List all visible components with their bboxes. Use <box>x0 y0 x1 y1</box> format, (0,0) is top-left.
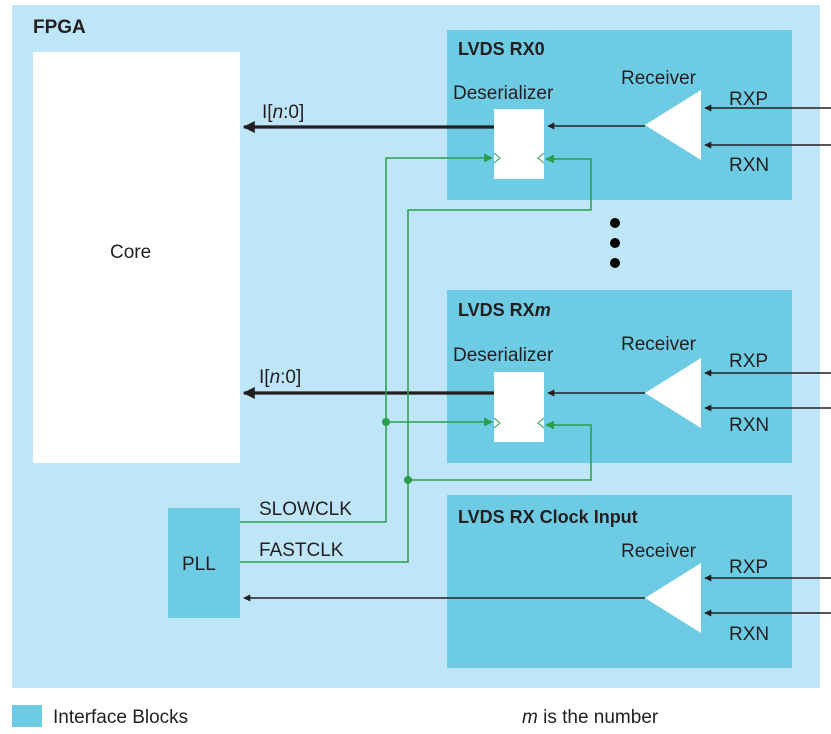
rxm-deserializer-block <box>494 372 544 442</box>
rx0-receiver-label: Receiver <box>621 68 697 89</box>
fastclk-network <box>240 154 592 563</box>
core-label: Core <box>110 242 151 263</box>
rxm-receiver-triangle <box>645 358 701 428</box>
slowclk-label: SLOWCLK <box>259 499 352 520</box>
lvds-rxm-title: LVDS RXm <box>458 300 551 320</box>
lvds-rx-clock-input-block <box>447 495 792 668</box>
rx0-rxn-label: RXN <box>729 155 769 176</box>
rxm-deserializer-label: Deserializer <box>453 345 554 366</box>
pll-block <box>168 508 240 618</box>
slowclk-junction <box>382 418 390 426</box>
fastclk-junction <box>404 476 412 484</box>
clock-input-rxn-label: RXN <box>729 624 769 645</box>
ellipsis-dot <box>610 218 620 228</box>
clock-input-title: LVDS RX Clock Input <box>458 507 638 527</box>
legend-note: m is the number <box>522 707 659 728</box>
rxm-rxp-label: RXP <box>729 351 768 372</box>
clock-input-receiver-triangle <box>645 563 701 633</box>
rxm-clock-pins <box>493 417 545 429</box>
slowclk-network <box>240 153 493 523</box>
rxm-receiver-label: Receiver <box>621 334 697 355</box>
rx0-rxp-label: RXP <box>729 89 768 110</box>
clock-input-rxp-label: RXP <box>729 557 768 578</box>
rx0-deserializer-label: Deserializer <box>453 83 554 104</box>
rx0-receiver-triangle <box>645 90 701 160</box>
fastclk-label: FASTCLK <box>259 540 344 561</box>
pll-label: PLL <box>182 554 216 575</box>
clock-input-receiver-label: Receiver <box>621 541 697 562</box>
fpga-title: FPGA <box>33 17 86 38</box>
rxm-bus-label: I[n:0] <box>259 367 301 388</box>
core-block <box>33 52 240 463</box>
legend-interface-label: Interface Blocks <box>53 707 188 728</box>
rx0-deserializer-block <box>494 109 544 179</box>
ellipsis-dot <box>610 258 620 268</box>
legend-interface-swatch <box>12 705 42 727</box>
rxm-rxn-label: RXN <box>729 415 769 436</box>
ellipsis-dot <box>610 238 620 248</box>
rx0-clock-pins <box>493 152 545 164</box>
lvds-rx0-title: LVDS RX0 <box>458 39 545 59</box>
rx0-bus-label: I[n:0] <box>262 102 304 123</box>
